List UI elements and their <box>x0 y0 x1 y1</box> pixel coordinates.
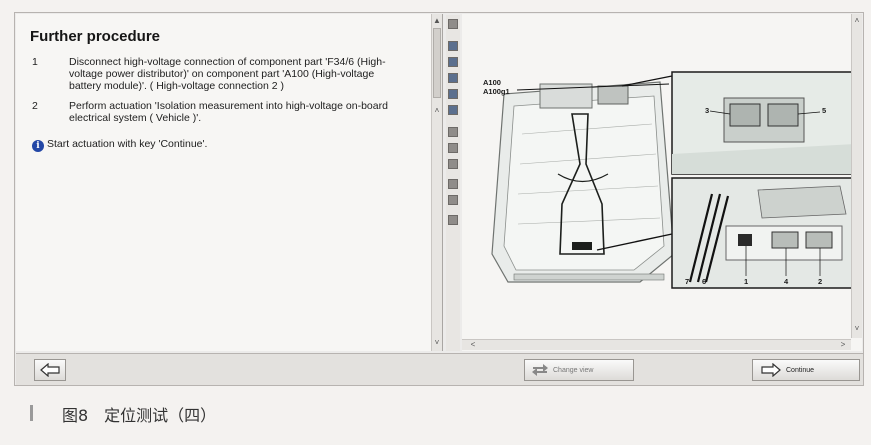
diagram-hscrollbar[interactable]: ˂ ˃ <box>462 339 851 350</box>
callout-1: 1 <box>744 277 749 286</box>
procedure-pane: Further procedure 1 Disconnect high-volt… <box>16 14 443 351</box>
page-title: Further procedure <box>30 28 161 45</box>
callout-5: 5 <box>822 106 827 115</box>
swap-arrows-icon <box>532 364 548 376</box>
scroll-left-icon[interactable]: ˂ <box>470 340 476 349</box>
step-number: 2 <box>32 100 38 112</box>
step-text: Disconnect high-voltage connection of co… <box>69 56 386 92</box>
scroll-thumb[interactable] <box>433 28 441 98</box>
callout-4: 4 <box>784 277 789 286</box>
diagnosis-window: Further procedure 1 Disconnect high-volt… <box>14 12 864 386</box>
leader-line <box>516 83 670 91</box>
callout-3: 3 <box>705 106 710 115</box>
image-toolbar <box>446 15 460 351</box>
step-text: Perform actuation 'Isolation measurement… <box>69 100 388 124</box>
footer-bar: Change view Continue <box>16 353 863 385</box>
zoom-fit-icon[interactable] <box>448 41 458 51</box>
print-icon[interactable] <box>448 89 458 99</box>
scroll-up-icon[interactable]: ▲ <box>433 16 441 25</box>
arrow-right-icon <box>761 363 781 377</box>
detail-inset-bottom <box>671 177 856 289</box>
diagram-scrollbar[interactable]: ˄ ˅ <box>851 14 862 338</box>
arrow-left-icon <box>40 363 60 377</box>
callout-6: 6 <box>702 277 707 286</box>
info-icon: i <box>32 140 44 152</box>
back-button[interactable] <box>34 359 66 381</box>
change-view-label: Change view <box>553 366 594 374</box>
zoom-in-icon[interactable] <box>448 19 458 29</box>
leader-line <box>621 75 673 87</box>
tool-icon[interactable] <box>448 159 458 169</box>
continue-label: Continue <box>786 366 815 374</box>
rotate-icon[interactable] <box>448 73 458 83</box>
scroll-up-icon[interactable]: ˄ <box>854 16 860 25</box>
tool-icon[interactable] <box>448 143 458 153</box>
step-number: 1 <box>32 56 38 68</box>
change-view-button[interactable]: Change view <box>524 359 634 381</box>
procedure-scrollbar[interactable]: ▲ ˄ ˅ <box>431 14 442 351</box>
component-diagram <box>491 71 856 289</box>
leader-line <box>596 233 673 251</box>
detail-inset-top <box>671 71 856 175</box>
caption-bar <box>30 405 33 421</box>
figure-caption: 图8 定位测试（四） <box>62 406 217 425</box>
scroll-up-arrow-icon[interactable]: ˄ <box>434 106 440 115</box>
tool-icon[interactable] <box>448 195 458 205</box>
label-a100: A100 <box>483 78 501 87</box>
tool-icon[interactable] <box>448 215 458 225</box>
info-text: Start actuation with key 'Continue'. <box>47 138 208 150</box>
diagram-pane: A100 A100g1 3 5 7 6 1 4 2 ˄ ˅ ˂ ˃ <box>462 14 862 351</box>
callout-7: 7 <box>685 277 690 286</box>
tool-icon[interactable] <box>448 179 458 189</box>
callout-2: 2 <box>818 277 823 286</box>
tool-icon[interactable] <box>448 127 458 137</box>
scroll-down-icon[interactable]: ˅ <box>434 338 440 347</box>
legend-icon[interactable] <box>448 105 458 115</box>
scroll-down-icon[interactable]: ˅ <box>854 324 860 333</box>
scroll-right-icon[interactable]: ˃ <box>840 340 846 349</box>
label-a100g1: A100g1 <box>483 87 510 96</box>
battery-module-drawing <box>491 81 675 283</box>
zoom-out-icon[interactable] <box>448 57 458 67</box>
continue-button[interactable]: Continue <box>752 359 860 381</box>
